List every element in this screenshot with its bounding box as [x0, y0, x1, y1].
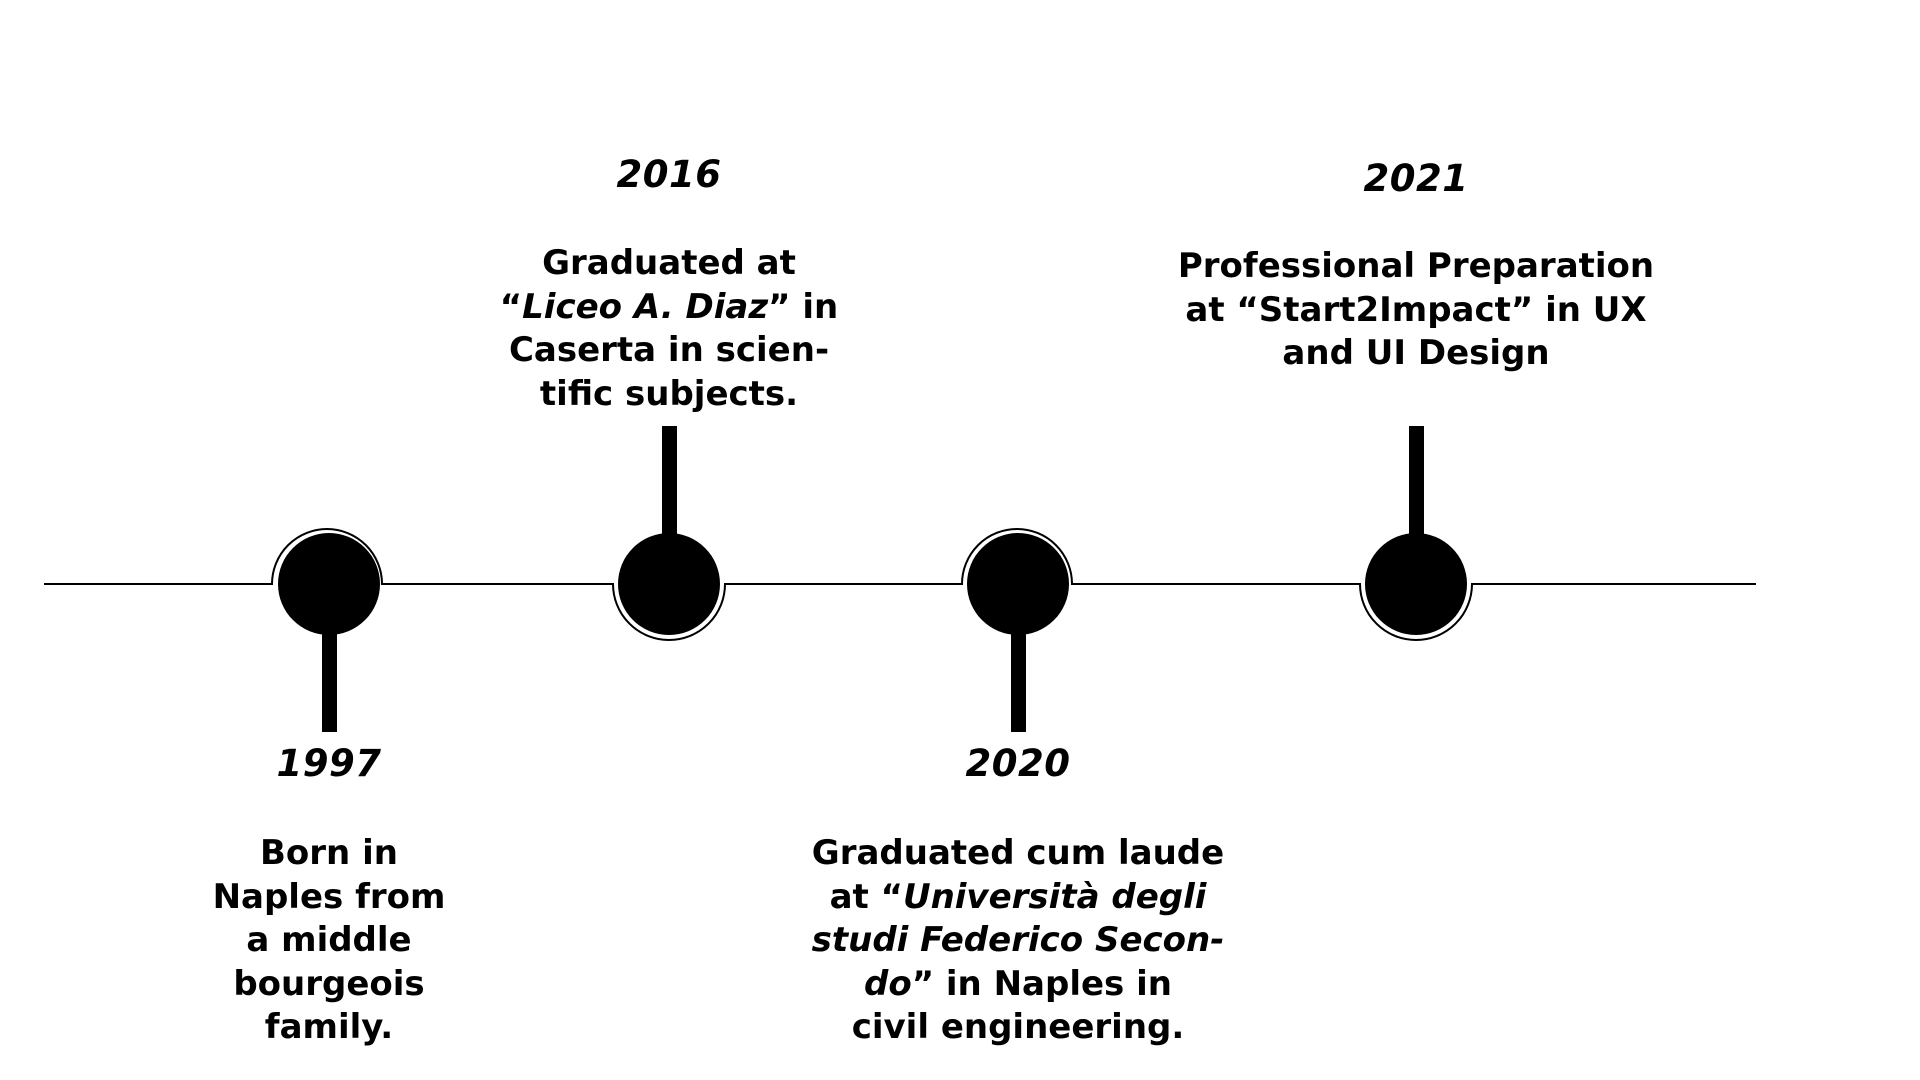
description-line: a middle: [129, 919, 529, 963]
description-line: “Liceo A. Diaz” in: [469, 286, 869, 330]
connector-2021: [1409, 426, 1424, 546]
milestone-dot-1997: [278, 533, 380, 635]
description-line: Naples from: [129, 876, 529, 920]
description-line: tific subjects.: [469, 373, 869, 417]
description-italic-text: do: [864, 963, 912, 1004]
description-line: civil engineering.: [768, 1006, 1268, 1050]
description-text: Graduated cum laude: [811, 833, 1225, 873]
description-text: bourgeois: [233, 963, 425, 1004]
description-line: studi Federico Secon-: [768, 919, 1268, 963]
description-text: at “: [829, 876, 903, 917]
milestone-dot-2020: [967, 533, 1069, 635]
description-text: Naples from: [212, 876, 446, 917]
description-line: Born in: [129, 832, 529, 876]
connector-2020: [1011, 620, 1026, 732]
description-text: Caserta in scien-: [508, 330, 830, 370]
event-year-1997: 1997: [276, 742, 382, 785]
description-italic-text: Liceo A. Diaz: [522, 286, 769, 327]
milestone-dot-2021: [1365, 533, 1467, 635]
event-year-2021: 2021: [1363, 157, 1469, 200]
event-year-2020: 2020: [965, 742, 1071, 785]
description-line: Graduated at: [469, 242, 869, 286]
timeline-axis-line: [44, 528, 1756, 641]
description-text: ” in Naples in: [911, 963, 1172, 1004]
description-text: civil engineering.: [851, 1007, 1185, 1047]
connector-1997: [322, 620, 337, 732]
description-italic-text: Università degli: [902, 876, 1207, 917]
description-text: family.: [264, 1007, 394, 1047]
description-text: at “Start2Impact” in UX: [1185, 289, 1647, 330]
description-line: Graduated cum laude: [768, 832, 1268, 876]
description-text: “: [499, 286, 523, 327]
description-text: a middle: [246, 920, 412, 960]
description-text: Professional Preparation: [1177, 246, 1655, 286]
description-text: Born in: [260, 833, 398, 873]
description-line: at “Start2Impact” in UX: [1166, 289, 1666, 333]
description-text: ” in: [768, 286, 839, 327]
description-text: Graduated at: [542, 243, 796, 283]
description-line: and UI Design: [1166, 332, 1666, 376]
description-line: bourgeois: [129, 963, 529, 1007]
description-italic-text: studi Federico Secon-: [811, 920, 1225, 960]
description-text: tific subjects.: [539, 373, 799, 414]
description-text: and UI Design: [1282, 333, 1550, 373]
event-year-2016: 2016: [616, 153, 722, 196]
description-line: Professional Preparation: [1166, 245, 1666, 289]
milestone-dot-2016: [618, 533, 720, 635]
connector-2016: [662, 426, 677, 546]
description-line: Caserta in scien-: [469, 329, 869, 373]
description-line: do” in Naples in: [768, 963, 1268, 1007]
description-line: family.: [129, 1006, 529, 1050]
description-line: at “Università degli: [768, 876, 1268, 920]
